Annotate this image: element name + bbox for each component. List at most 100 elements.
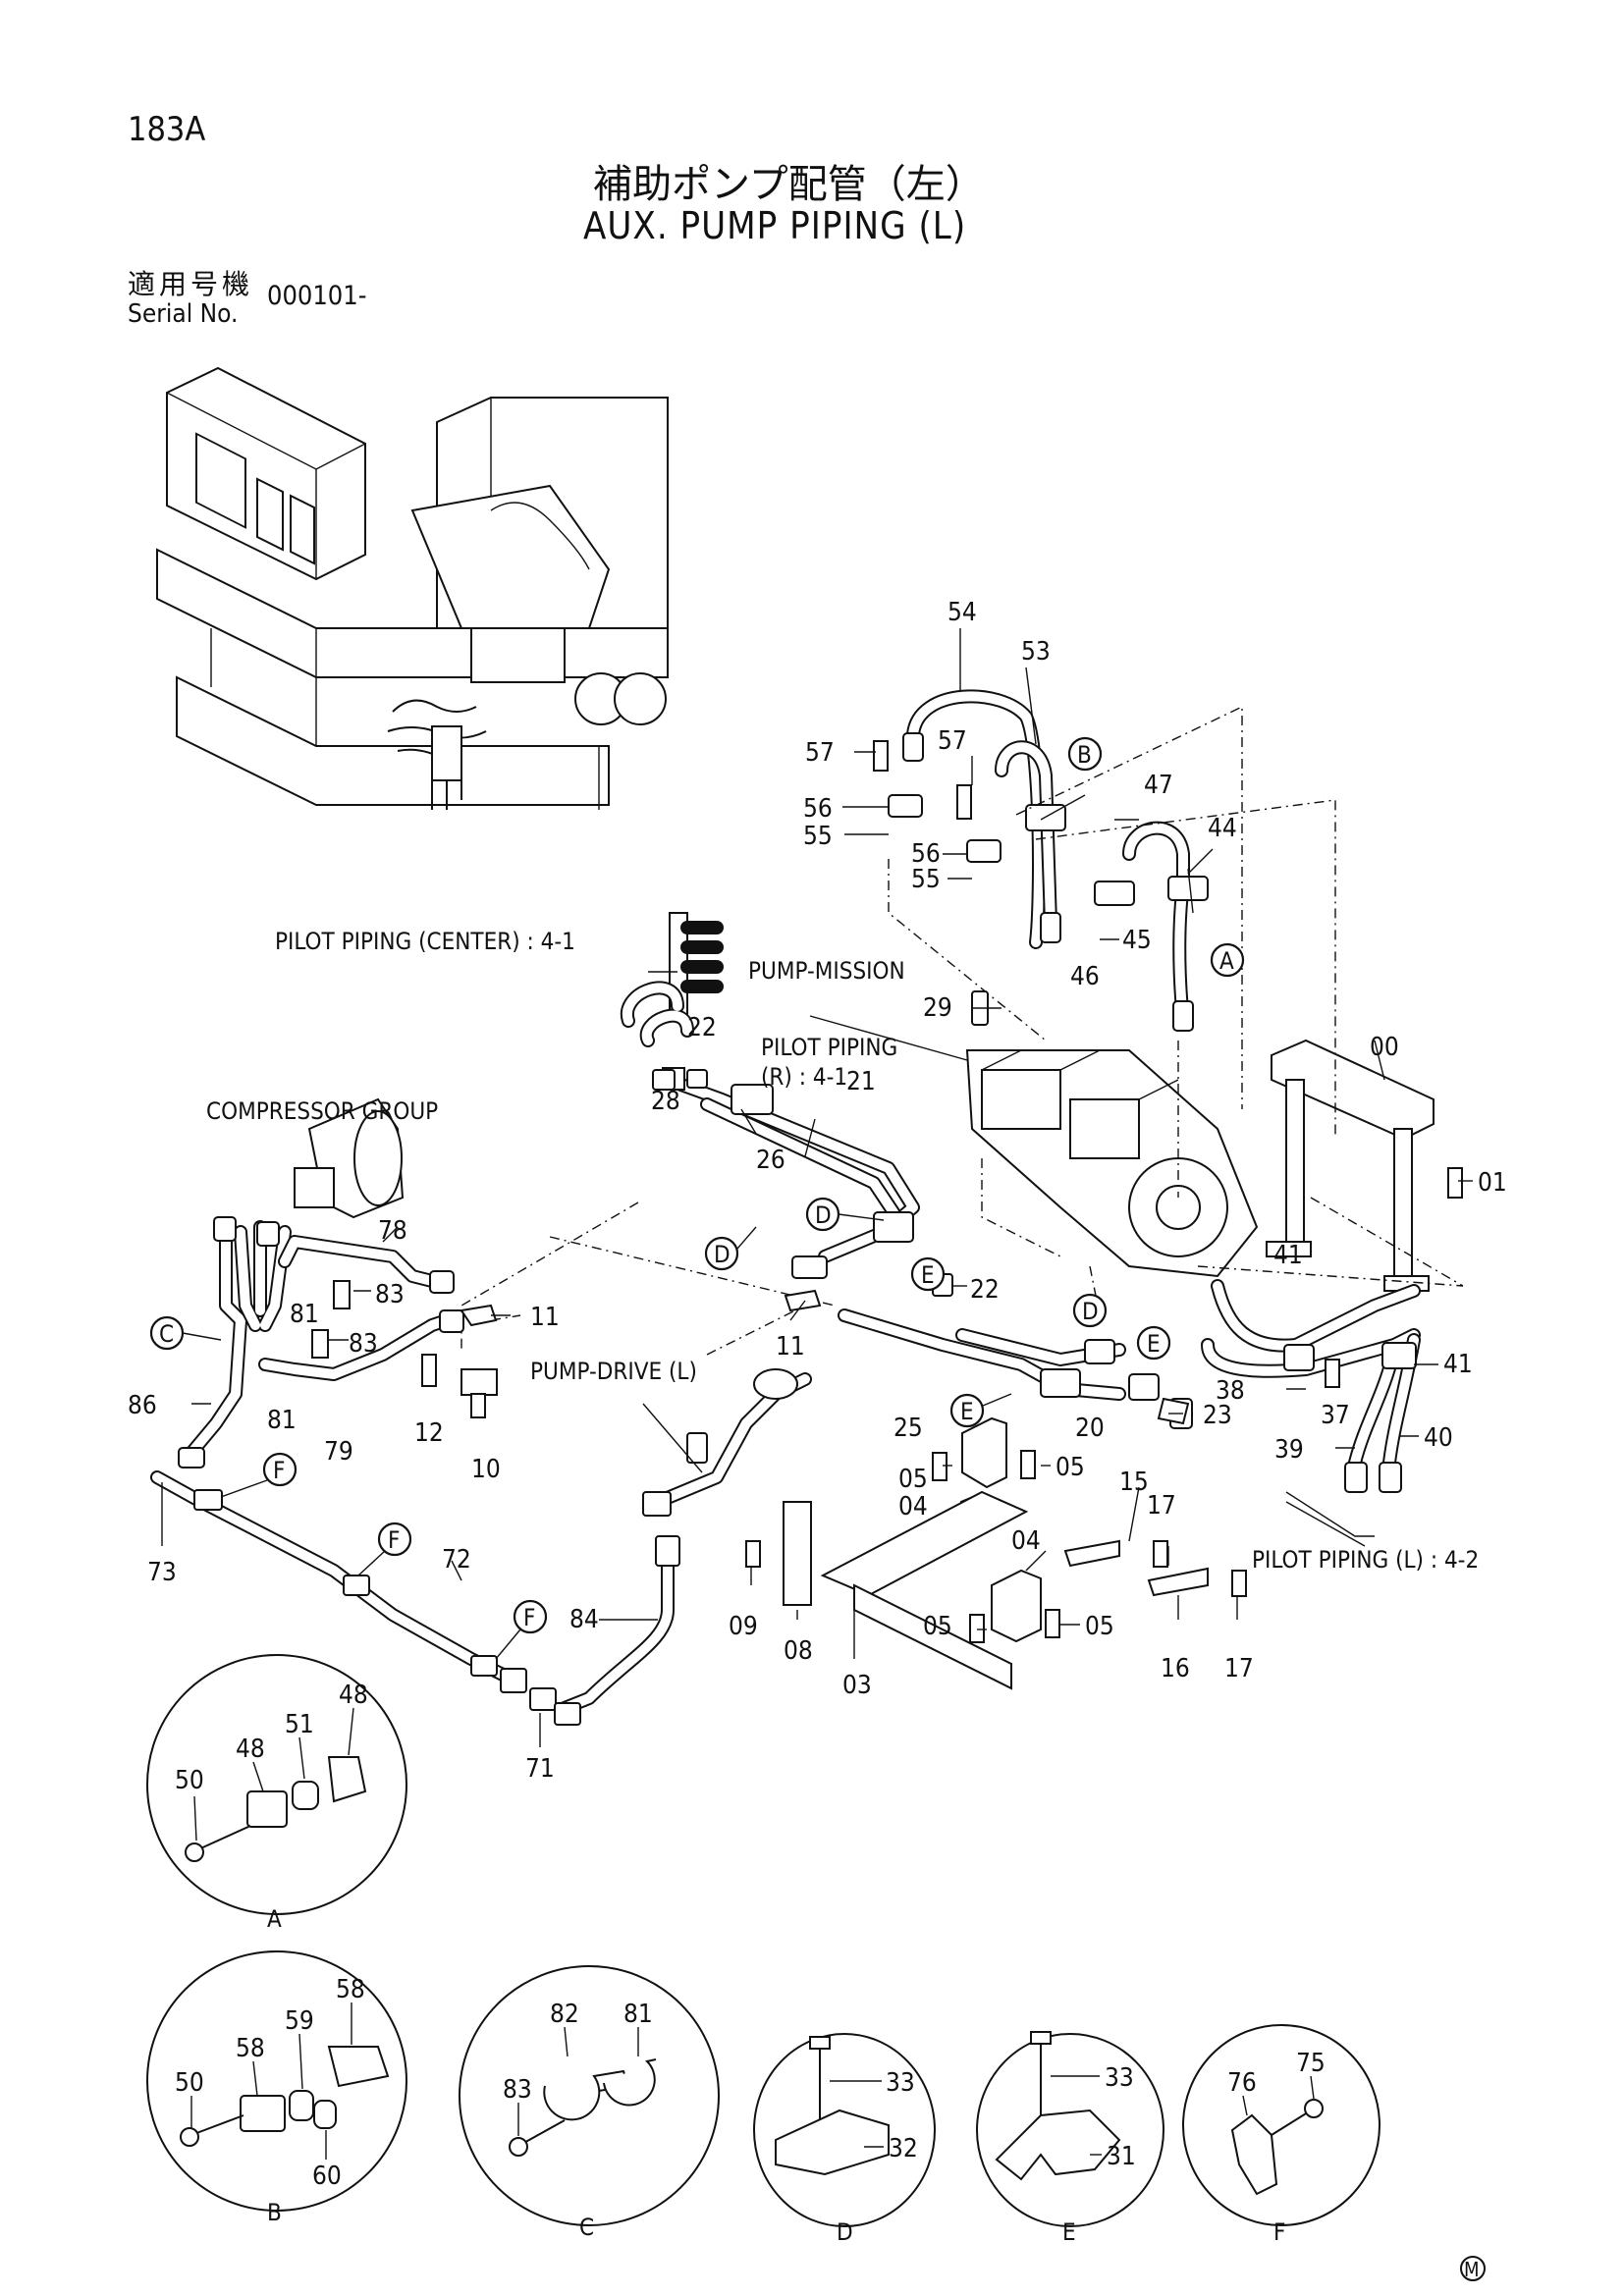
label-pump-drive-l: PUMP-DRIVE (L) (530, 1358, 697, 1385)
detail-view-a: A 50 48 51 48 (146, 1654, 407, 1933)
detail-a-callout-48: 48 (339, 1681, 368, 1710)
view-marker-d: D (1082, 1298, 1099, 1325)
callout-46: 46 (1070, 962, 1100, 991)
title-japanese: 補助ポンプ配管（左） (593, 162, 985, 207)
detail-b-letter: B (267, 2199, 282, 2226)
view-marker-e: E (921, 1261, 935, 1289)
view-marker-d: D (815, 1201, 832, 1229)
callout-16: 16 (1161, 1654, 1190, 1683)
callout-54: 54 (947, 598, 977, 627)
callout-79: 79 (324, 1437, 353, 1467)
view-marker-a: A (1219, 947, 1234, 975)
callout-45: 45 (1122, 926, 1152, 955)
callout-03: 03 (842, 1671, 872, 1700)
callout-12: 12 (414, 1418, 444, 1448)
callout-37: 37 (1321, 1401, 1350, 1430)
detail-a-callout-50: 50 (175, 1766, 204, 1795)
view-marker-e: E (1147, 1330, 1161, 1358)
callout-39: 39 (1274, 1435, 1304, 1465)
detail-b-callout-59: 59 (285, 2006, 314, 2036)
callout-41: 41 (1273, 1241, 1303, 1270)
detail-e-callout-31: 31 (1107, 2142, 1136, 2171)
callout-55: 55 (803, 822, 833, 851)
detail-d-letter: D (837, 2218, 853, 2246)
serial-label-english: Serial No. (128, 299, 239, 329)
callout-01: 01 (1478, 1168, 1507, 1198)
callout-57: 57 (805, 738, 835, 768)
detail-e-letter: E (1062, 2218, 1076, 2246)
callout-57: 57 (938, 726, 967, 756)
callout-84: 84 (569, 1605, 599, 1634)
view-marker-f: F (388, 1526, 400, 1554)
callout-72: 72 (442, 1545, 471, 1575)
callout-08: 08 (784, 1636, 813, 1666)
detail-b-callout-60: 60 (312, 2162, 342, 2191)
detail-view-f: F 76 75 (1182, 2024, 1380, 2246)
callout-04: 04 (1011, 1526, 1041, 1556)
callout-09: 09 (729, 1612, 758, 1641)
callout-05: 05 (1056, 1453, 1085, 1482)
callout-83: 83 (375, 1280, 405, 1309)
callout-73: 73 (147, 1558, 177, 1587)
detail-c-letter: C (579, 2214, 594, 2241)
callout-23: 23 (1203, 1401, 1232, 1430)
serial-number-value: 000101- (267, 281, 367, 311)
view-marker-e: E (960, 1398, 974, 1425)
callout-25: 25 (893, 1414, 923, 1443)
callout-04: 04 (898, 1492, 928, 1522)
detail-view-c: C 83 82 81 (459, 1965, 720, 2241)
detail-a-callout-51: 51 (285, 1710, 314, 1739)
detail-c-callout-83: 83 (503, 2075, 532, 2105)
detail-a-callout-48: 48 (236, 1735, 265, 1764)
label-pilot-piping-center: PILOT PIPING (CENTER) : 4-1 (275, 928, 575, 955)
label-pilot-piping-r-line1: PILOT PIPING (761, 1034, 897, 1061)
callout-56: 56 (803, 794, 833, 824)
detail-view-b: B 50 58 59 58 60 (146, 1950, 407, 2226)
callout-71: 71 (525, 1754, 555, 1784)
callout-86: 86 (128, 1391, 157, 1420)
callout-05: 05 (923, 1612, 952, 1641)
callout-38: 38 (1216, 1376, 1245, 1406)
callout-40: 40 (1424, 1423, 1453, 1453)
detail-b-callout-58: 58 (336, 1975, 365, 2004)
serial-label-japanese: 適用号機 (128, 268, 254, 300)
callout-05: 05 (1085, 1612, 1114, 1641)
detail-view-d: D 33 32 (753, 2033, 936, 2246)
detail-f-letter: F (1273, 2218, 1285, 2246)
detail-b-callout-58: 58 (236, 2034, 265, 2063)
callout-56: 56 (911, 839, 941, 869)
page-number: 183A (128, 110, 206, 149)
callout-53: 53 (1021, 637, 1051, 667)
detail-d-callout-32: 32 (889, 2134, 918, 2163)
view-marker-b: B (1077, 741, 1092, 769)
m-mark: M (1460, 2256, 1486, 2281)
view-marker-c: C (159, 1320, 174, 1348)
callout-78: 78 (378, 1216, 407, 1246)
detail-c-callout-82: 82 (550, 2000, 579, 2029)
callout-22: 22 (687, 1013, 717, 1042)
detail-a-letter: A (267, 1905, 282, 1933)
machine-overview-illustration (156, 366, 669, 810)
detail-view-e: E 33 31 (976, 2031, 1164, 2246)
callout-47: 47 (1144, 771, 1173, 800)
leader-lines (161, 628, 1473, 1747)
callout-17: 17 (1224, 1654, 1254, 1683)
m-mark-letter: M (1464, 2258, 1480, 2281)
view-markers: B A D D E D E E C F F F (149, 736, 1245, 1660)
view-marker-f: F (523, 1604, 535, 1631)
callout-05: 05 (898, 1465, 928, 1494)
callout-44: 44 (1208, 814, 1237, 843)
callout-83: 83 (349, 1329, 378, 1359)
label-pilot-piping-l: PILOT PIPING (L) : 4-2 (1252, 1546, 1479, 1574)
label-pump-mission: PUMP-MISSION (748, 957, 905, 985)
callout-55: 55 (911, 865, 941, 894)
callout-10: 10 (471, 1455, 501, 1484)
callout-17: 17 (1147, 1491, 1176, 1521)
text-labels: PILOT PIPING (CENTER) : 4-1 PUMP-MISSION… (206, 928, 1479, 1574)
label-compressor-group: COMPRESSOR GROUP (206, 1097, 438, 1125)
detail-f-callout-76: 76 (1227, 2068, 1257, 2098)
detail-f-callout-75: 75 (1296, 2049, 1326, 2078)
callout-26: 26 (756, 1146, 785, 1175)
callout-21: 21 (846, 1067, 876, 1096)
